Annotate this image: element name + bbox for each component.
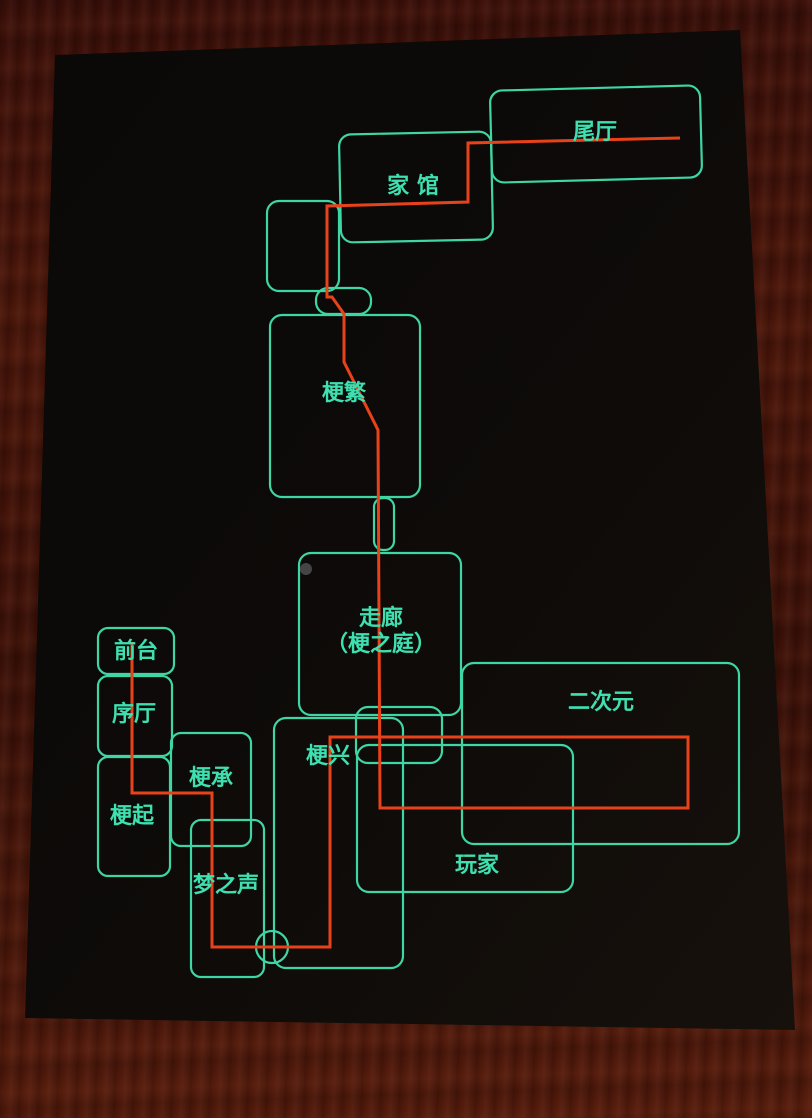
label-qian-tai: 前台 — [114, 638, 158, 664]
room-junction — [354, 705, 444, 765]
room-wan-jia — [355, 743, 575, 894]
label-wan-jia: 玩家 — [455, 852, 500, 878]
room-er-ci-yuan — [460, 661, 741, 846]
label-xu-ting: 序厅 — [112, 701, 156, 727]
label-zou-lang: 走廊 — [359, 605, 403, 631]
label-geng-fan: 梗繁 — [322, 380, 367, 406]
room-meng-zhi-sheng — [189, 818, 266, 979]
board-surface — [25, 30, 795, 1030]
room-qian-tai — [96, 626, 176, 676]
pin-marker — [300, 563, 312, 575]
label-er-ci-yuan: 二次元 — [568, 689, 634, 715]
connector-middle — [372, 496, 396, 552]
label-zou-lang-sub: （梗之庭） — [326, 631, 436, 657]
room-wei-ting — [489, 84, 703, 184]
label-jia-guan: 家 馆 — [387, 173, 439, 199]
label-meng-zhi-sheng: 梦之声 — [193, 872, 259, 898]
room-labels: 尾厅 家 馆 梗繁 走廊 （梗之庭） 二次元 前台 序厅 梗起 梗承 梦之声 梗… — [110, 120, 634, 898]
tour-route — [130, 136, 690, 949]
room-jia-guan — [338, 130, 494, 244]
room-small-annex — [265, 199, 341, 293]
room-geng-xing — [272, 716, 405, 970]
label-geng-xing: 梗兴 — [306, 744, 350, 769]
label-geng-cheng: 梗承 — [189, 766, 233, 791]
label-geng-qi: 梗起 — [110, 804, 155, 829]
label-wei-ting: 尾厅 — [573, 120, 617, 145]
